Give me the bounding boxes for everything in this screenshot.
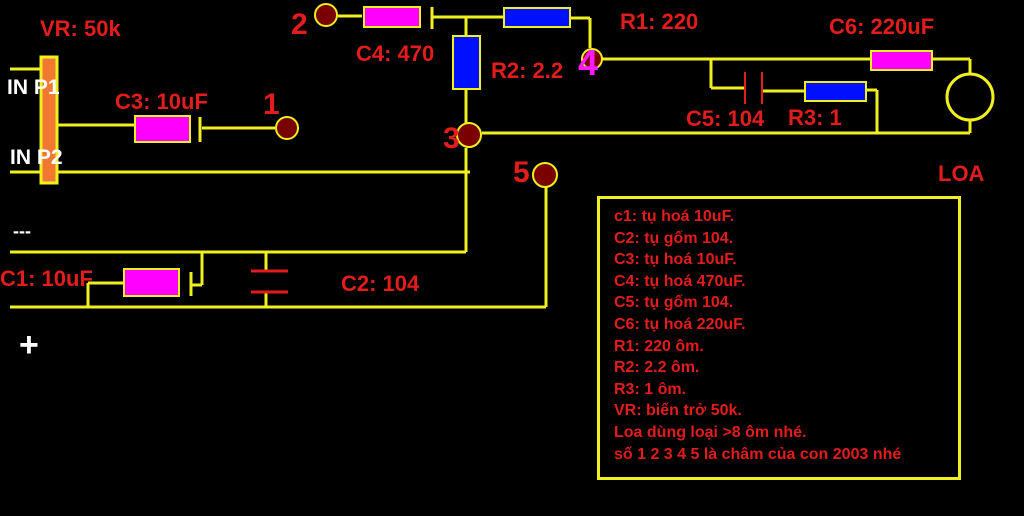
r1-resistor	[503, 7, 571, 28]
legend-line: R1: 220 ôm.	[614, 337, 704, 355]
legend-line: C5: tụ gốm 104.	[614, 294, 734, 312]
node-1-label: 1	[263, 88, 280, 121]
c6-capacitor	[870, 50, 933, 71]
c4-label: C4: 470	[356, 41, 435, 66]
r2-label: R2: 2.2	[491, 58, 564, 83]
legend-line: C3: tụ hoá 10uF.	[614, 251, 737, 269]
speaker-label: LOA	[938, 161, 985, 186]
c4-capacitor	[363, 6, 421, 28]
r3-label: R3: 1	[788, 105, 842, 130]
c1-label: C1: 10uF	[0, 266, 93, 291]
speaker-symbol	[945, 72, 995, 122]
pin-3	[456, 122, 482, 148]
c3-label: C3: 10uF	[115, 89, 208, 114]
c2-label: C2: 104	[341, 271, 420, 296]
c3-capacitor	[134, 115, 191, 143]
vr-potentiometer	[39, 55, 59, 185]
legend-line: Loa dùng loại >8 ôm nhé.	[614, 423, 807, 441]
node-4-label: 4	[578, 42, 599, 83]
c5-label: C5: 104	[686, 106, 765, 131]
legend-line: C6: tụ hoá 220uF.	[614, 315, 746, 333]
plus-label: +	[19, 326, 39, 364]
c6-label: C6: 220uF	[829, 14, 935, 39]
minus-label: ---	[13, 221, 31, 241]
node-3-label: 3	[443, 122, 460, 155]
in-p1-label: IN P1	[7, 76, 60, 99]
legend-line: C4: tụ hoá 470uF.	[614, 272, 746, 290]
pin-2	[314, 3, 338, 27]
vr-label: VR: 50k	[40, 16, 121, 41]
pin-1	[275, 116, 299, 140]
c1-capacitor	[123, 268, 180, 297]
legend-line: số 1 2 3 4 5 là châm của con 2003 nhé	[614, 445, 902, 463]
pin-5	[532, 162, 558, 188]
r2-resistor	[452, 35, 481, 90]
legend-line: c1: tụ hoá 10uF.	[614, 208, 735, 225]
legend-line: VR: biến trở 50k.	[614, 402, 742, 420]
node-2-label: 2	[291, 8, 308, 41]
legend-line: R2: 2.2 ôm.	[614, 359, 700, 377]
r3-resistor	[804, 81, 867, 102]
r1-label: R1: 220	[620, 9, 699, 34]
in-p2-label: IN P2	[10, 146, 63, 169]
legend-box: c1: tụ hoá 10uF. C2: tụ gốm 104. C3: tụ …	[597, 196, 961, 480]
legend-line: C2: tụ gốm 104.	[614, 229, 734, 247]
legend-line: R3: 1 ôm.	[614, 380, 687, 398]
node-5-label: 5	[513, 156, 530, 189]
pin-4	[581, 48, 603, 70]
